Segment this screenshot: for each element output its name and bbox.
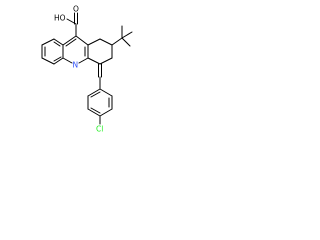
nitrogen-label: N xyxy=(73,61,79,70)
bond-tbu-attach xyxy=(111,37,123,46)
bond-ph-4 xyxy=(87,108,101,117)
bond-benzo-4 xyxy=(41,57,55,65)
chlorine-label: Cl xyxy=(96,125,103,134)
bond-benzo-6 xyxy=(41,38,55,46)
bond-cyc-4 xyxy=(99,57,113,65)
tert-butyl-group xyxy=(111,25,133,47)
bond-pyr-2 xyxy=(75,35,89,46)
bond-tbu-methyl-3 xyxy=(121,37,131,47)
bond-ph-inner-3 xyxy=(90,91,101,98)
bond-ph-inner-2 xyxy=(90,107,101,114)
chlorophenyl-ring: Cl xyxy=(87,88,113,134)
bond-cyc-2 xyxy=(99,38,113,46)
bond-cyc-5 xyxy=(87,57,101,65)
bond-tbu-methyl-2 xyxy=(121,31,133,39)
bond-benzo-inner-2 xyxy=(53,56,62,62)
bond-ph-1 xyxy=(99,88,113,97)
pyridine-ring: N xyxy=(62,35,89,70)
carbonyl-oxygen-label: O xyxy=(73,5,79,14)
bond-pyr-5 xyxy=(62,57,73,64)
bond-benzo-inner-3 xyxy=(53,41,61,47)
bond-benzo-3 xyxy=(53,57,64,65)
bond-carboxyl-hydroxyl xyxy=(66,18,77,25)
bond-benzo-1 xyxy=(53,38,64,46)
benzylidene-linker xyxy=(98,63,102,90)
bond-pyr-inner-1 xyxy=(65,38,77,47)
carboxylic-acid-group: HO O xyxy=(54,5,79,37)
benzo-ring xyxy=(41,38,64,65)
bond-pyr-4 xyxy=(78,57,89,64)
bond-ph-6 xyxy=(87,88,101,97)
molecule-structure-drawing: HO O N xyxy=(41,5,133,134)
bond-pyr-1 xyxy=(62,35,77,46)
cyclohexene-ring xyxy=(87,38,113,65)
bond-ph-3 xyxy=(99,108,113,117)
bond-cyc-1 xyxy=(87,38,101,46)
hydroxyl-oxygen-label: HO xyxy=(54,14,66,23)
